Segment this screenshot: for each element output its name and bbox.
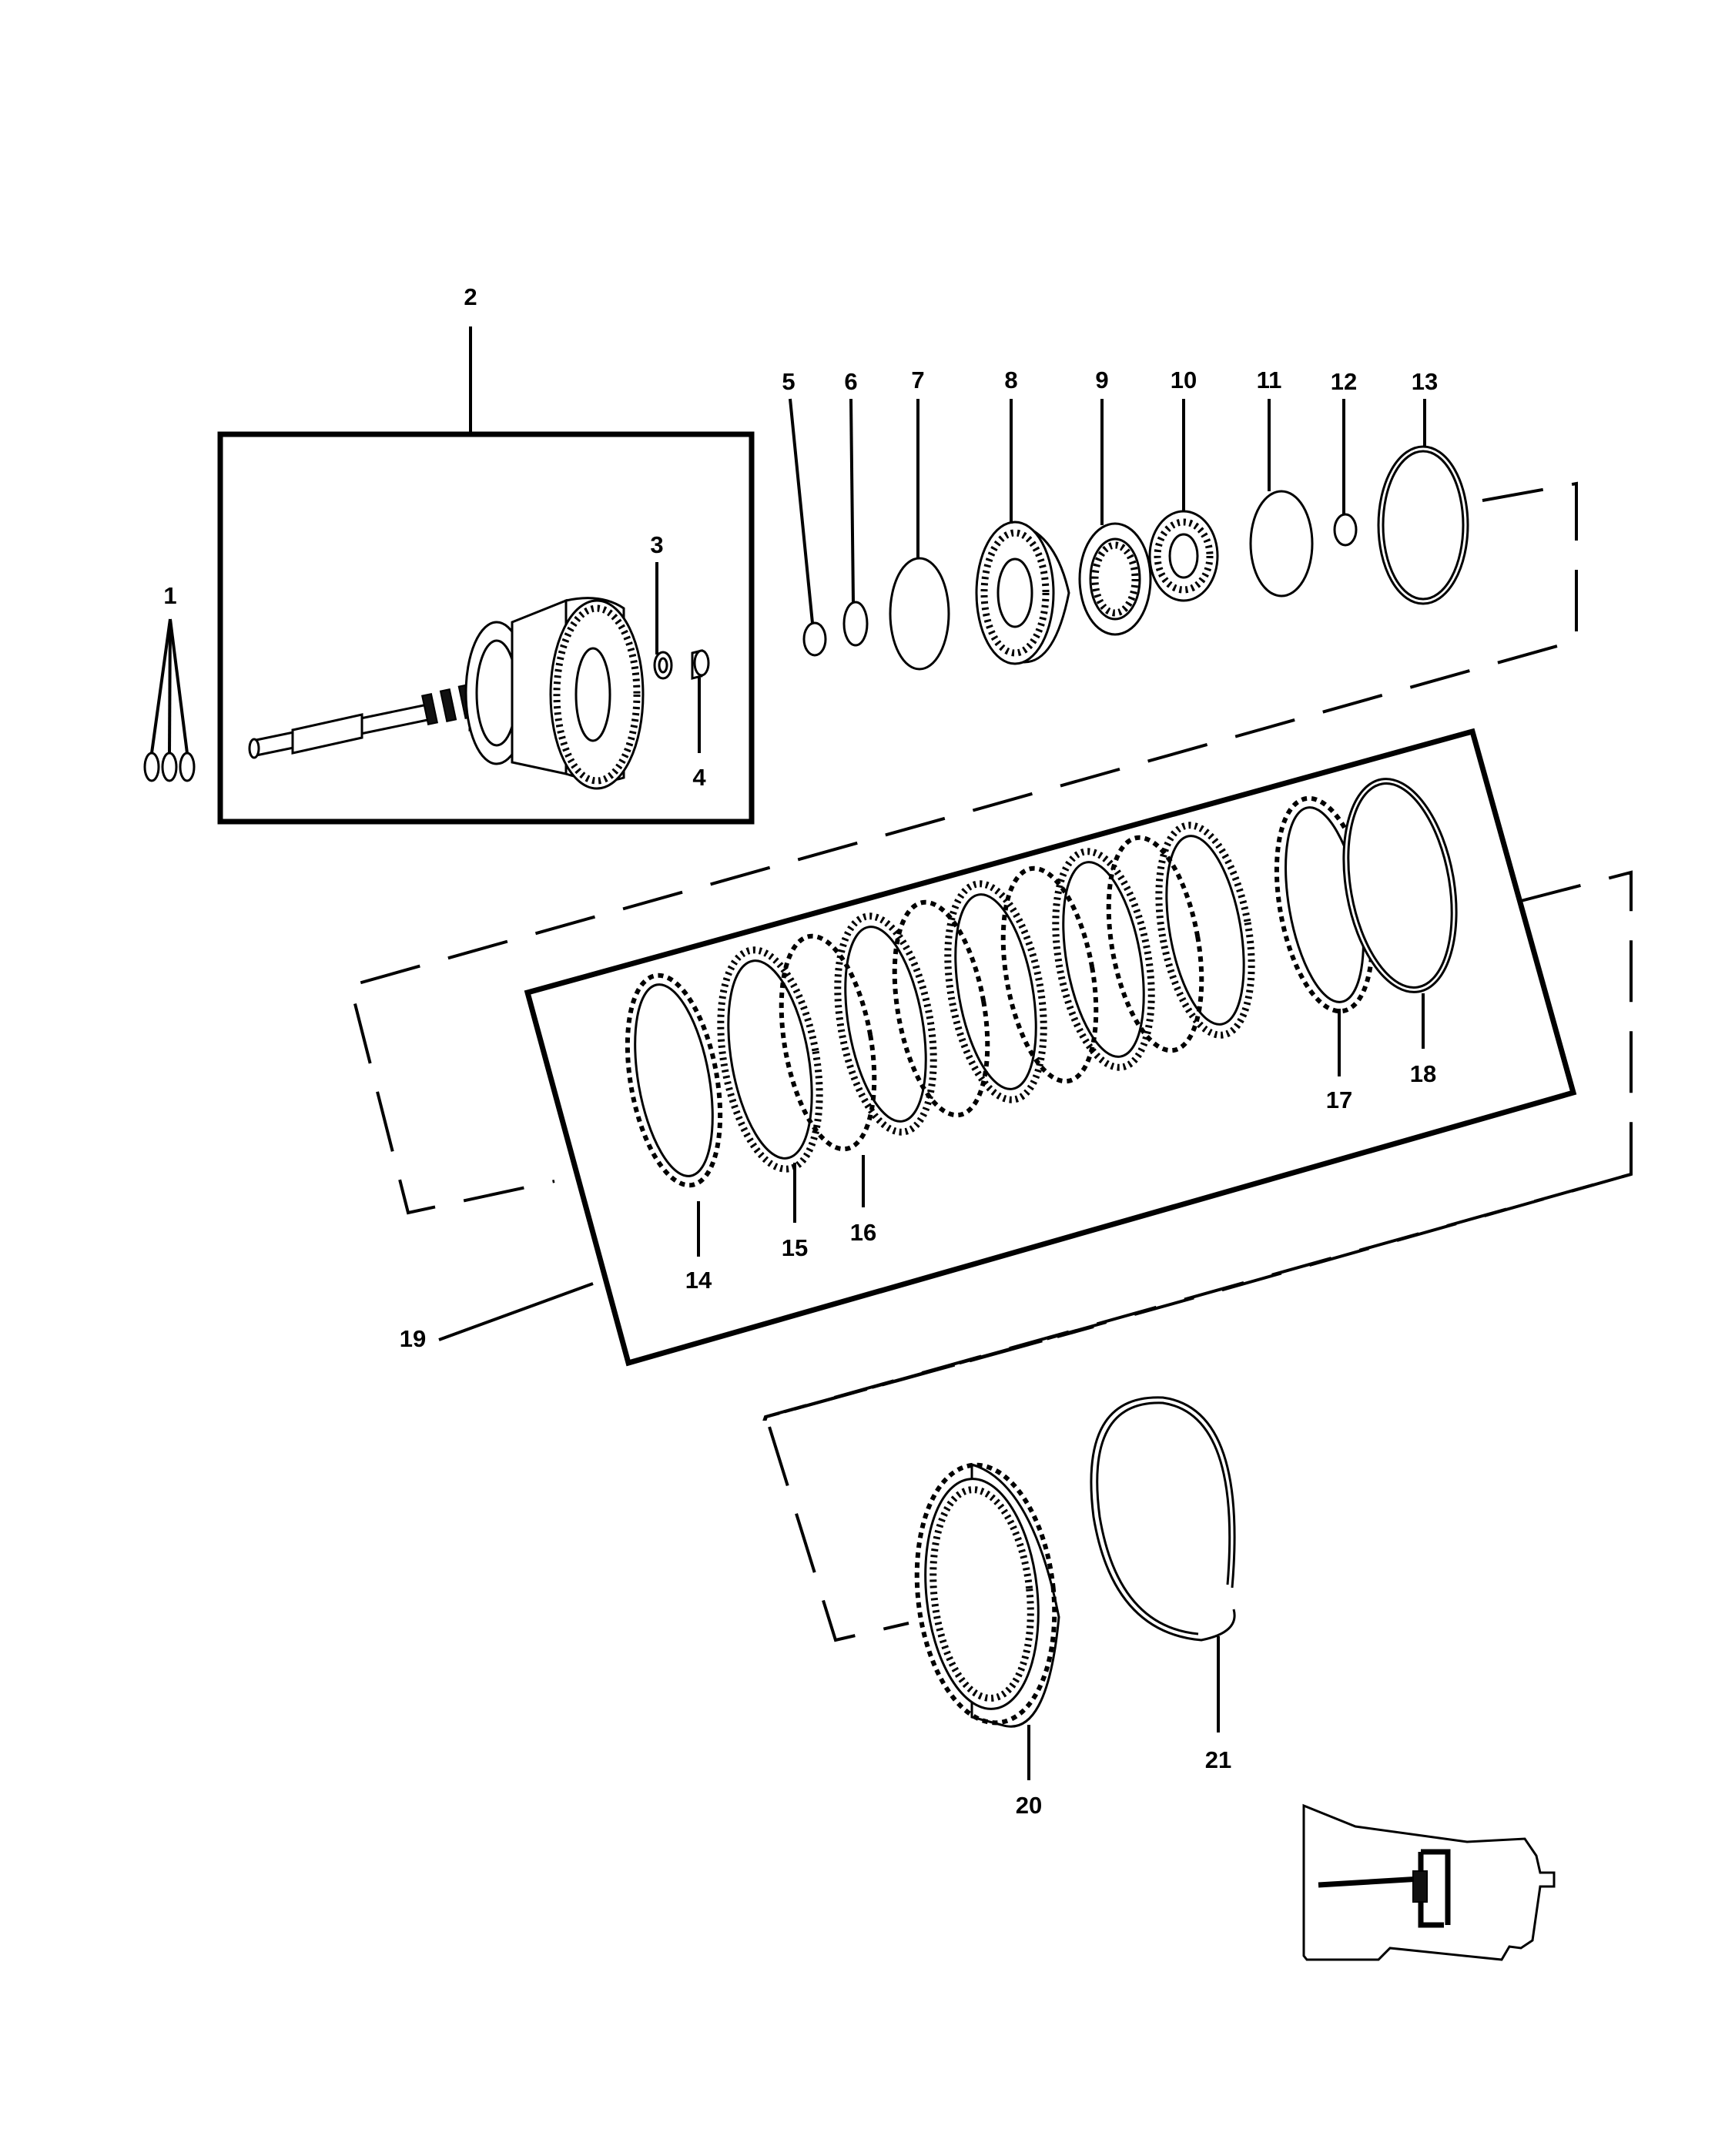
part-20-drawing [914, 1462, 1060, 1728]
callout-2: 2 [464, 283, 477, 310]
alignment-dashes-upper [348, 481, 1578, 1215]
leader-1b [168, 618, 172, 754]
callout-15: 15 [782, 1234, 808, 1261]
callout-3: 3 [650, 531, 663, 558]
callout-14: 14 [685, 1267, 712, 1294]
assembly-box-2 [217, 431, 755, 825]
callout-5: 5 [782, 368, 795, 395]
callout-20: 20 [1016, 1792, 1042, 1819]
part-11-drawing [1249, 490, 1314, 598]
part-8-drawing [975, 521, 1070, 665]
callout-1: 1 [163, 582, 176, 609]
part-4-drawing [691, 649, 710, 680]
callout-17: 17 [1326, 1086, 1352, 1113]
callout-labels: 1 2 3 4 5 6 7 8 9 10 11 12 13 14 15 16 1… [163, 283, 1438, 1819]
leader-19 [438, 1282, 594, 1341]
part-13-drawing [1377, 445, 1469, 605]
part-7-drawing [889, 557, 950, 671]
part-12-drawing [1333, 513, 1358, 547]
callout-6: 6 [844, 368, 857, 395]
callout-4: 4 [692, 764, 706, 791]
callout-13: 13 [1412, 368, 1438, 395]
part-1-drawing [143, 752, 196, 782]
callout-8: 8 [1004, 367, 1017, 393]
part-6-drawing [842, 601, 869, 647]
callout-10: 10 [1171, 367, 1197, 393]
part-21-drawing [1090, 1396, 1236, 1642]
callout-21: 21 [1205, 1746, 1231, 1773]
leader-5 [789, 398, 814, 624]
part-3-drawing [653, 651, 673, 680]
clutch-plates-drawing [625, 778, 1458, 1188]
part-5-drawing [802, 621, 827, 657]
callout-16: 16 [850, 1219, 876, 1246]
callout-12: 12 [1331, 368, 1357, 395]
leader-6 [849, 398, 855, 603]
alignment-dashes-lower [762, 870, 1633, 1421]
part-10-drawing [1148, 510, 1219, 602]
leader-1a [150, 618, 172, 754]
leader-1c [169, 618, 189, 754]
callout-19: 19 [400, 1325, 426, 1352]
locator-transmission-icon [1302, 1803, 1556, 1961]
callout-9: 9 [1095, 367, 1108, 393]
input-shaft-drawing [248, 597, 645, 790]
part-9-drawing [1078, 522, 1152, 636]
callout-18: 18 [1410, 1060, 1436, 1087]
clutch-pack-box-19 [524, 728, 1577, 1367]
alignment-dashes-lower-2 [764, 1173, 1632, 1642]
callout-7: 7 [911, 367, 924, 393]
callout-11: 11 [1257, 367, 1282, 393]
